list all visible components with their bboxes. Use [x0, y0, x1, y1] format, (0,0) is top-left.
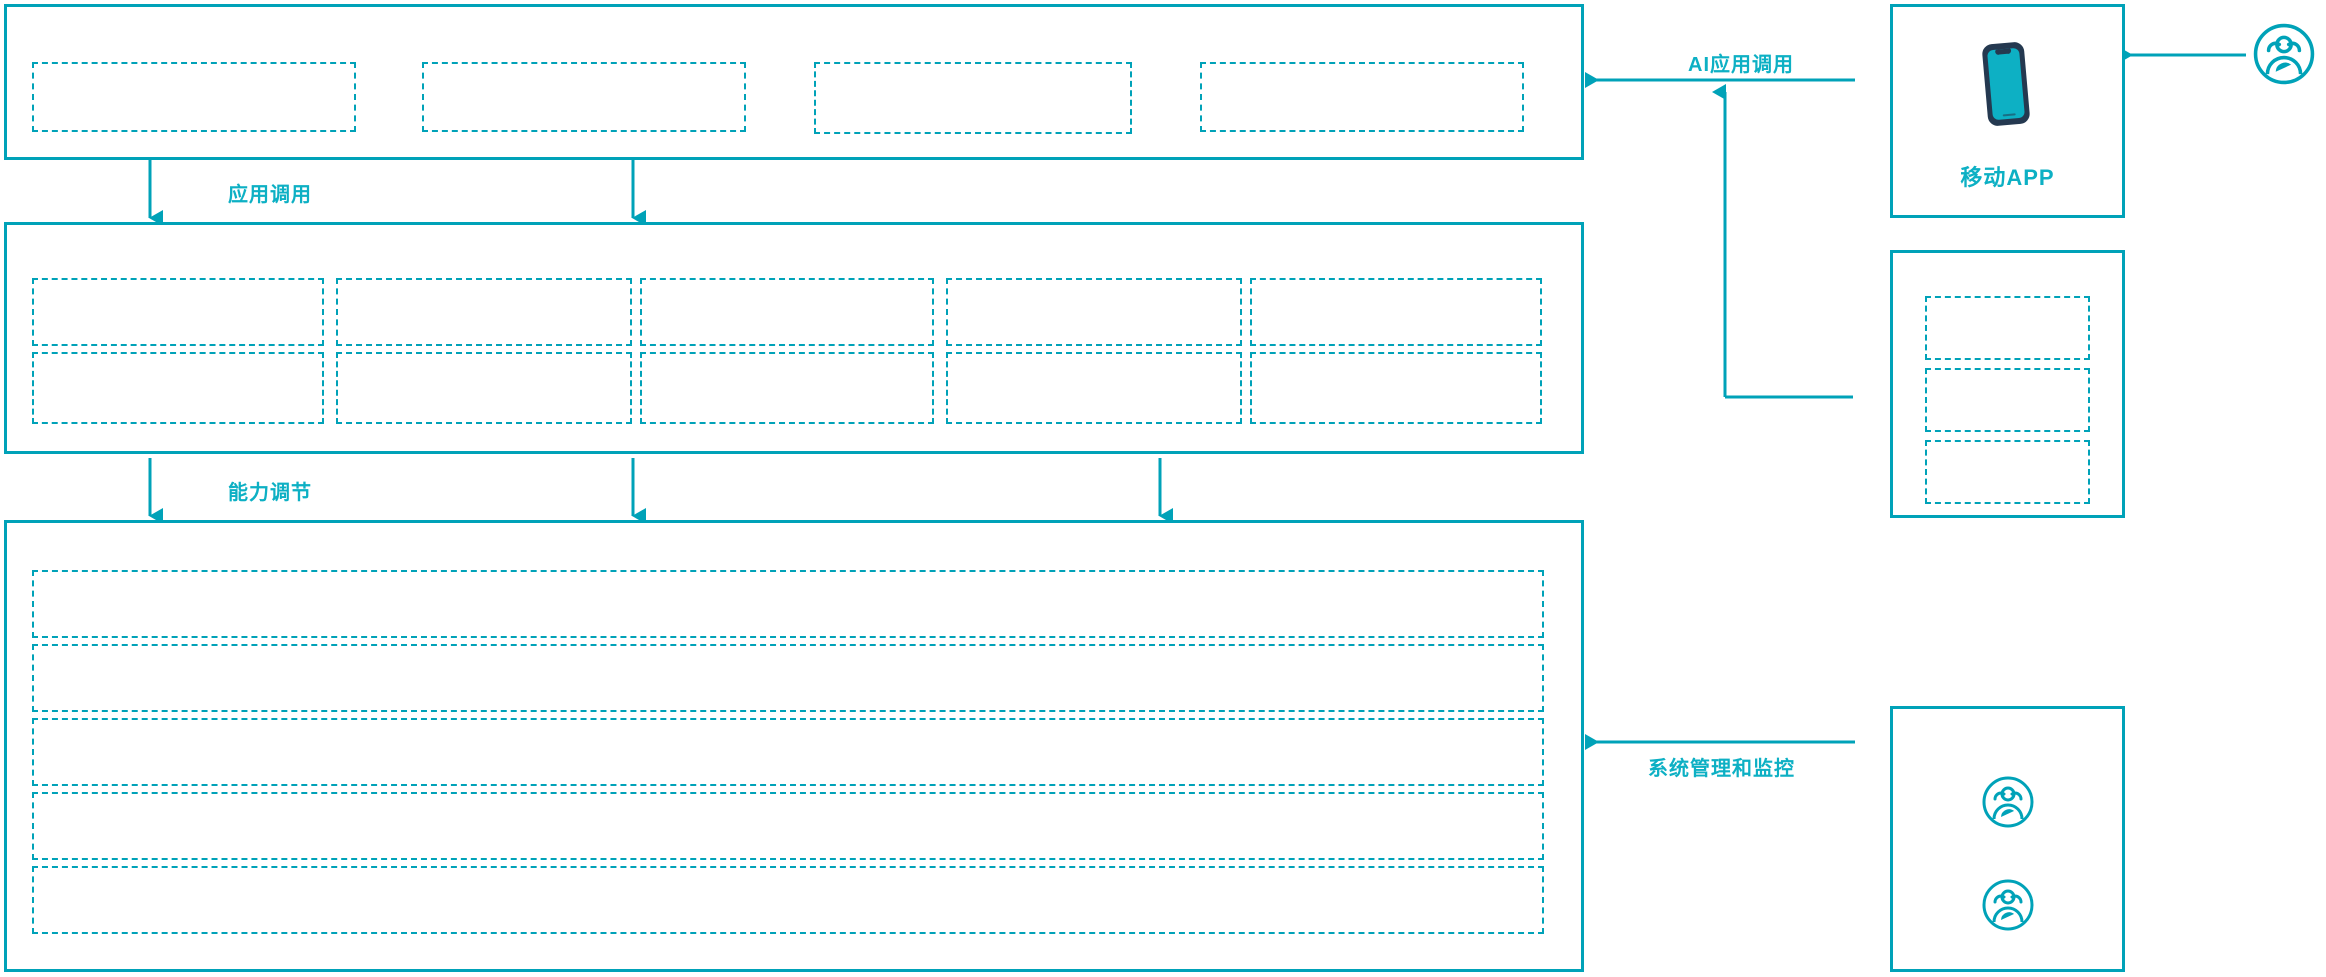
secondary-channel-slot-1[interactable] [1925, 296, 2090, 360]
platform-row-1[interactable] [32, 570, 1544, 638]
platform-row-4[interactable] [32, 792, 1544, 860]
capability-box-r2c5[interactable] [1250, 352, 1542, 424]
flow-label-system-management: 系统管理和监控 [1648, 758, 1795, 780]
capability-box-r2c1[interactable] [32, 352, 324, 424]
smartphone-icon [1975, 38, 2037, 130]
application-box-2[interactable] [422, 62, 746, 132]
platform-row-2[interactable] [32, 644, 1544, 712]
application-box-1[interactable] [32, 62, 356, 132]
application-box-4[interactable] [1200, 62, 1524, 132]
capability-box-r2c4[interactable] [946, 352, 1242, 424]
users-group-icon-end-user [2252, 22, 2316, 86]
capability-box-r1c1[interactable] [32, 278, 324, 346]
flow-label-ai-app-invoke: AI应用调用 [1688, 54, 1794, 76]
capability-box-r1c4[interactable] [946, 278, 1242, 346]
capability-box-r1c5[interactable] [1250, 278, 1542, 346]
users-group-icon-management-1 [1981, 775, 2035, 829]
flow-label-app-invoke: 应用调用 [228, 184, 312, 206]
secondary-channel-slot-3[interactable] [1925, 440, 2090, 504]
capability-box-r2c3[interactable] [640, 352, 934, 424]
application-box-3[interactable] [814, 62, 1132, 134]
capability-box-r1c3[interactable] [640, 278, 934, 346]
management-users-panel[interactable] [1890, 706, 2125, 972]
capability-box-r1c2[interactable] [336, 278, 632, 346]
secondary-channel-slot-2[interactable] [1925, 368, 2090, 432]
users-group-icon-management-2 [1981, 878, 2035, 932]
platform-row-3[interactable] [32, 718, 1544, 786]
flow-label-capability-adjust: 能力调节 [228, 482, 312, 504]
platform-row-5[interactable] [32, 866, 1544, 934]
mobile-app-label: 移动APP [1960, 165, 2055, 190]
capability-box-r2c2[interactable] [336, 352, 632, 424]
